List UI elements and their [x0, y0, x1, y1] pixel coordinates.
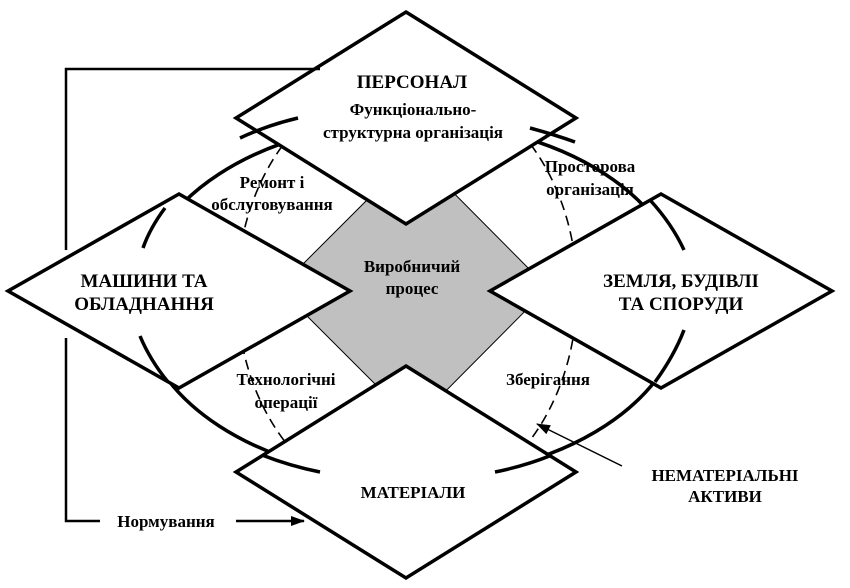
tech-operations-label-line1: Технологічні	[236, 370, 335, 389]
ellipse-arc-top-left	[239, 116, 299, 140]
normalization-loop-line-lower	[64, 338, 100, 523]
materials-diamond	[232, 363, 580, 581]
ellipse-arc-bottom-left	[261, 453, 321, 474]
machines-label-line1: МАШИНИ ТА	[80, 271, 207, 292]
ellipse-arc-right-bottom	[653, 329, 686, 384]
ellipse-arc-left-top	[141, 206, 167, 249]
personnel-diamond	[232, 9, 580, 227]
tech-operations-label-line2: операції	[254, 393, 317, 412]
spatial-org-label-line2: організація	[546, 180, 634, 199]
intangible-assets-label-line1: НЕМАТЕРІАЛЬНІ	[651, 466, 798, 485]
production-process-label-line2: процес	[386, 279, 439, 298]
intangible-assets-label-line2: АКТИВИ	[688, 487, 762, 506]
ellipse-arc-bottom-right	[494, 453, 553, 474]
normalization-label: Нормування	[117, 512, 214, 531]
land-buildings-label-line1: ЗЕМЛЯ, БУДІВЛІ	[603, 271, 759, 292]
functional-org-label-line2: структурна організація	[323, 123, 503, 142]
repair-label-line1: Ремонт і	[240, 173, 305, 192]
ellipse-arc-right-top	[648, 198, 686, 251]
normalization-loop-line	[64, 67, 320, 250]
ellipse-arc-left-bottom	[138, 335, 170, 384]
land-buildings-diamond	[486, 191, 836, 391]
storage-label: Зберігання	[506, 370, 590, 389]
personnel-label: ПЕРСОНАЛ	[357, 72, 467, 93]
production-process-label-line1: Виробничий	[364, 257, 461, 276]
ellipse-arc-top-right	[529, 126, 576, 144]
materials-label: МАТЕРІАЛИ	[361, 483, 466, 502]
functional-org-label-line1: Функціонально-	[350, 100, 477, 119]
machines-diamond	[4, 191, 354, 391]
spatial-org-label-line1: Просторова	[545, 157, 636, 176]
land-buildings-label-line2: ТА СПОРУДИ	[619, 294, 744, 315]
machines-label-line2: ОБЛАДНАННЯ	[74, 294, 214, 315]
intangible-assets-arrow	[536, 423, 623, 467]
repair-label-line2: обслуговування	[211, 195, 333, 214]
